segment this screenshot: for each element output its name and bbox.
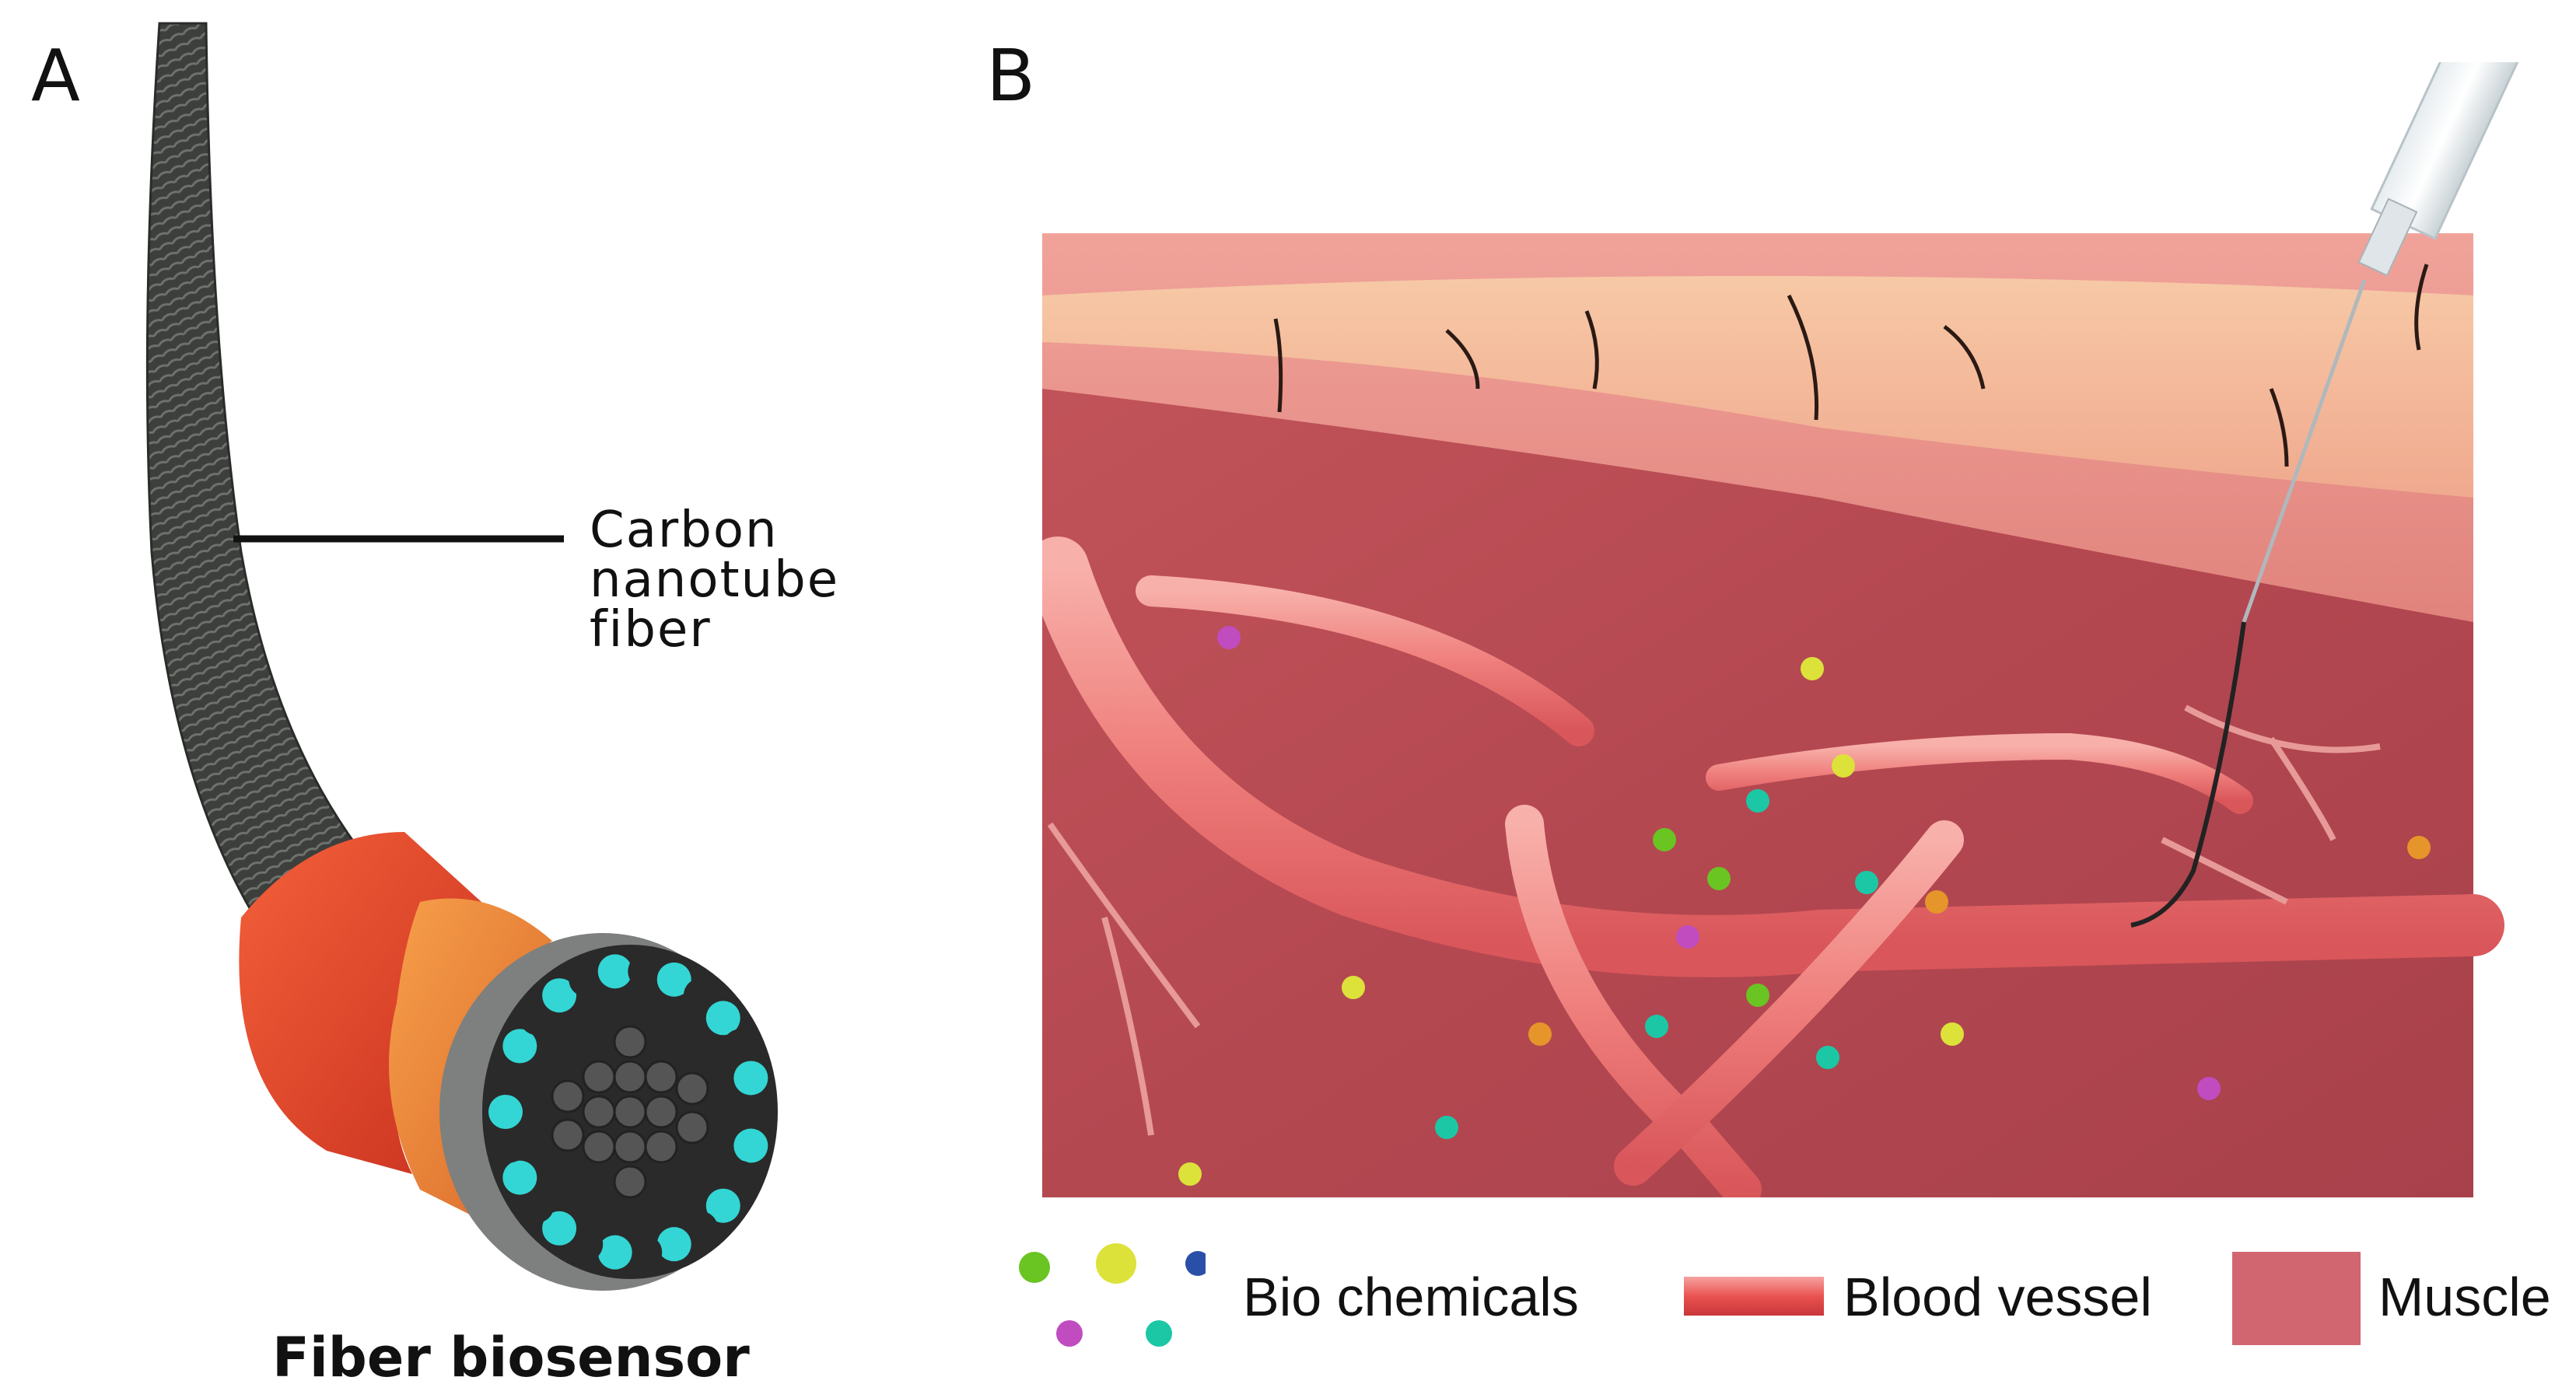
strand [733,1128,768,1163]
strand [705,1188,740,1223]
skin-layer [1042,276,2473,498]
fiber-biosensor-illustration [145,22,778,1291]
green-dot [1019,1252,1050,1283]
core-strand [613,1060,647,1094]
carbon-nanotube-fiber [145,22,360,935]
callout-line-3: fiber [590,601,712,659]
biochemical-particle [1941,1022,1964,1046]
muscle-swatch [2232,1252,2361,1345]
strand [492,1061,527,1096]
core-strand [582,1060,616,1094]
core-strand [613,1165,647,1199]
biochemical-particle [1342,976,1365,999]
legend-biochemicals-label: Bio chemicals [1243,1267,1579,1327]
core-strand [551,1079,585,1113]
capillaries [1047,704,2381,1136]
blue-dot [1185,1251,1206,1276]
biochemical-particle [1746,984,1769,1007]
strand [597,954,632,989]
fiber-cross-section [482,945,778,1279]
strand [723,1160,758,1195]
strand [569,962,604,997]
biochemical-particle [1925,890,1948,914]
core-strand [644,1060,678,1094]
strand [723,1029,758,1064]
strand [520,1188,555,1223]
strand [628,1235,663,1270]
tissue-illustration [1042,62,2522,1197]
syringe [2242,62,2522,623]
fiber-biosensor-caption: Fiber biosensor [272,1326,750,1389]
biochemical-particle [1178,1162,1202,1186]
strand [502,1029,537,1064]
biochemical-particle [1645,1015,1668,1038]
strand [488,1095,523,1129]
strand [569,1227,604,1262]
core-strand [675,1110,709,1145]
yellow-dot [1096,1243,1136,1284]
biochemical-particles [1178,626,2431,1186]
biochemical-particle [1832,754,1855,778]
fiber-in-vessel [2130,621,2246,928]
magenta-dot [1056,1320,1083,1347]
hairs [1273,264,2429,467]
biochemicals-legend-dots [1019,1243,1206,1347]
strand [737,1095,772,1129]
strand [683,1211,718,1246]
biochemical-particle [1746,789,1769,813]
legend-muscle-label: Muscle [2378,1267,2551,1327]
core-strand [551,1118,585,1152]
strand [542,1211,577,1246]
strand [597,1235,632,1270]
strand [656,962,691,997]
strand [492,1128,527,1163]
biochemical-particle [2197,1077,2221,1100]
biochemical-particle [1676,925,1699,949]
callout-line-2: nanotube [590,551,840,609]
core-strand [613,1025,647,1059]
biochemical-particle [1528,1022,1552,1046]
strand [705,1001,740,1036]
strand [502,1160,537,1195]
biochemical-particle [1217,626,1241,649]
blood-vessel-swatch [1684,1277,1824,1316]
biochemical-particle [1801,657,1824,680]
strand [656,1227,691,1262]
core-strand [582,1095,616,1129]
strand [628,954,663,989]
core-strand [582,1130,616,1164]
fiber-callout-label: Carbon nanotube fiber [590,505,839,655]
core-strand [644,1095,678,1129]
biochemical-particle [1816,1046,1839,1069]
core-strand [613,1130,647,1164]
biochemical-particle [1855,871,1878,894]
strand [520,1001,555,1036]
teal-dot [1146,1320,1172,1347]
legend-blood-vessel-label: Blood vessel [1843,1267,2152,1327]
biochemical-particle [1653,828,1676,851]
strand [542,978,577,1013]
strand [733,1061,768,1096]
callout-line-1: Carbon [590,502,779,559]
core-strand [613,1095,647,1129]
biochemical-particle [1707,867,1731,890]
core-strand [644,1130,678,1164]
biochemical-particle [2407,836,2431,859]
panel-b-label: B [986,34,1036,117]
strand [683,978,718,1013]
panel-a-label: A [31,34,80,117]
core-strand [675,1071,709,1106]
biochemical-particle [1435,1116,1458,1139]
